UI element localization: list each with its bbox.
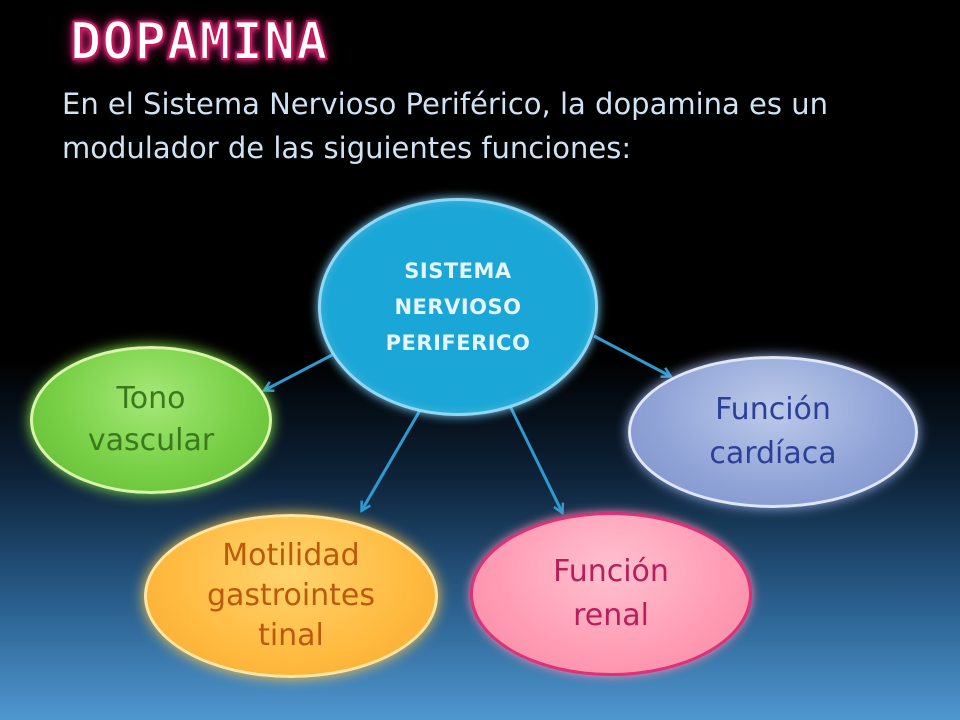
page-title: DOPAMINA xyxy=(69,11,329,73)
node-label-line: NERVIOSO xyxy=(394,295,522,319)
arrow-to-motilidad xyxy=(362,399,428,510)
node-label-line: renal xyxy=(573,598,649,633)
arrow-to-funcion-renal xyxy=(508,405,562,512)
node-label-line: Motilidad xyxy=(222,538,360,573)
node-label-line: PERIFERICO xyxy=(385,331,531,355)
arrow-to-tono-vascular xyxy=(265,352,335,390)
node-label-line: Función xyxy=(553,554,669,589)
node-label-line: cardíaca xyxy=(709,436,837,471)
node-tono-vascular: Tono vascular xyxy=(30,346,272,494)
arrow-to-funcion-cardiaca xyxy=(593,334,670,376)
node-label-line: Función xyxy=(715,392,831,427)
node-label-line: gastrointes xyxy=(206,578,376,613)
intro-text: En el Sistema Nervioso Periférico, la do… xyxy=(62,87,828,165)
node-label-line: tinal xyxy=(258,618,324,653)
node-funcion-cardiaca: Función cardíaca xyxy=(628,356,918,508)
node-label-line: vascular xyxy=(87,423,215,458)
node-label-line: Tono xyxy=(116,381,186,416)
node-funcion-renal: Función renal xyxy=(470,512,752,676)
node-sistema-nervioso-periferico: SISTEMA NERVIOSO PERIFERICO xyxy=(318,198,598,416)
node-motilidad-gastrointestinal: Motilidad gastrointes tinal xyxy=(144,514,438,678)
node-label-line: SISTEMA xyxy=(404,259,512,283)
